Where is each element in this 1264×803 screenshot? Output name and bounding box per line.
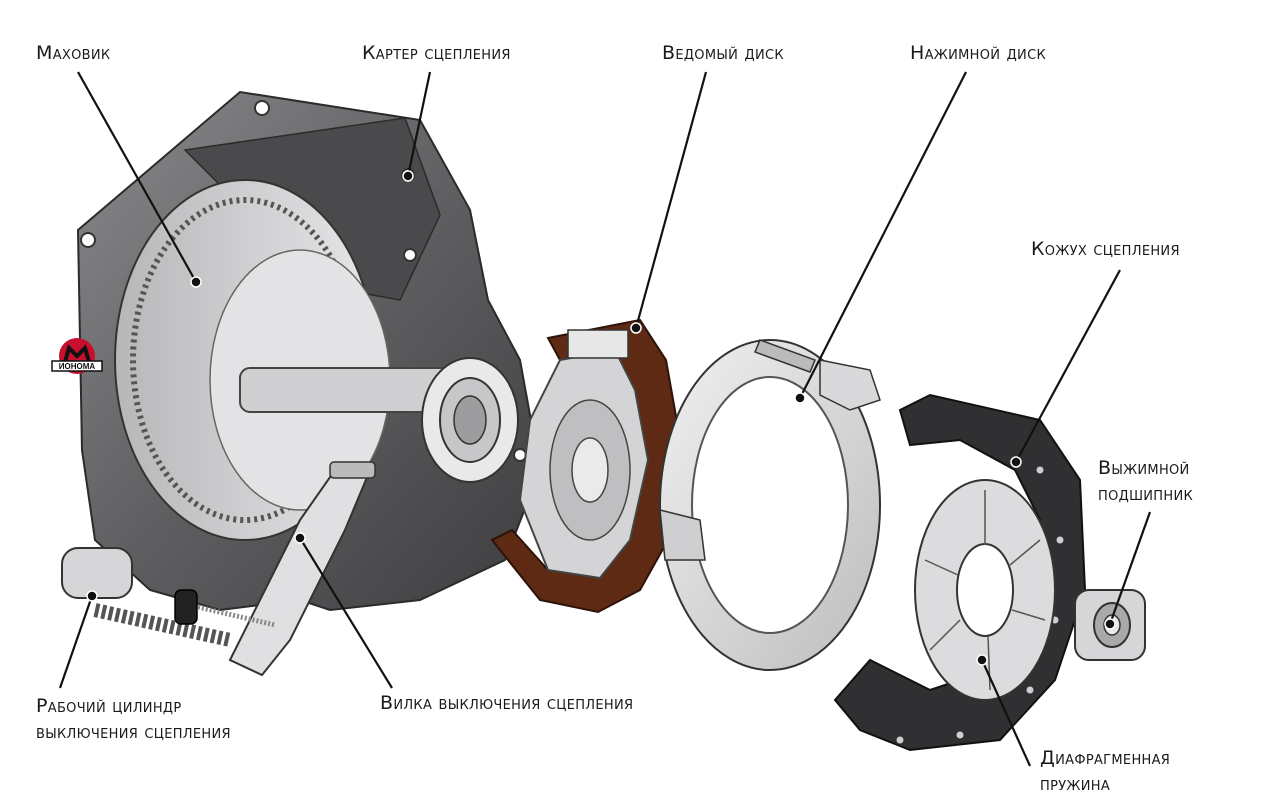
diaphragm-spring-shape xyxy=(914,479,1056,701)
label-diaphragm-spring-line1: Диафрагменная xyxy=(1040,747,1171,769)
label-driven-disc: Ведомый диск xyxy=(662,40,784,66)
leader-release-bearing xyxy=(1108,511,1152,625)
brand-logo: ИОНОМА xyxy=(51,338,103,374)
label-release-bearing: Выжимной подшипник xyxy=(1098,455,1193,507)
driven-disc-shape xyxy=(490,318,684,614)
label-release-bearing-line2: подшипник xyxy=(1098,483,1193,505)
label-release-bearing-line1: Выжимной xyxy=(1098,457,1190,479)
flywheel-shape xyxy=(114,179,391,541)
slave-cylinder-shape xyxy=(61,547,276,647)
label-clutch-housing-text: Картер сцепления xyxy=(362,42,511,64)
leader-flywheel xyxy=(77,71,197,283)
leader-pressure-plate xyxy=(799,71,967,399)
label-diaphragm-spring-line2: пружина xyxy=(1040,773,1111,795)
leader-lines xyxy=(58,71,1152,767)
label-pressure-plate: Нажимной диск xyxy=(910,40,1046,66)
label-slave-cylinder-line1: Рабочий цилиндр xyxy=(36,695,182,717)
leader-release-fork xyxy=(299,537,393,689)
leader-clutch-cover xyxy=(1015,269,1121,463)
logo-text: ИОНОМА xyxy=(59,362,96,371)
leader-diaphragm-spring xyxy=(980,659,1032,767)
input-shaft-shape xyxy=(239,357,519,483)
label-release-fork: Вилка выключения сцепления xyxy=(380,690,633,716)
label-slave-cylinder-line2: выключения сцепления xyxy=(36,721,231,743)
label-pressure-plate-text: Нажимной диск xyxy=(910,42,1046,64)
leader-clutch-housing xyxy=(406,71,432,177)
label-release-fork-text: Вилка выключения сцепления xyxy=(380,692,634,714)
label-flywheel-text: Маховик xyxy=(36,42,111,64)
leader-driven-disc xyxy=(634,71,708,329)
leader-slave-cylinder xyxy=(58,595,94,689)
label-diaphragm-spring: Диафрагменная пружина xyxy=(1040,745,1170,797)
pressure-plate-shape xyxy=(659,339,881,671)
label-driven-disc-text: Ведомый диск xyxy=(662,42,784,64)
label-slave-cylinder: Рабочий цилиндр выключения сцепления xyxy=(36,693,231,745)
label-clutch-cover-text: Кожух сцепления xyxy=(1031,238,1180,260)
label-flywheel: Маховик xyxy=(36,40,110,66)
label-clutch-cover: Кожух сцепления xyxy=(1031,236,1180,262)
label-clutch-housing: Картер сцепления xyxy=(362,40,511,66)
